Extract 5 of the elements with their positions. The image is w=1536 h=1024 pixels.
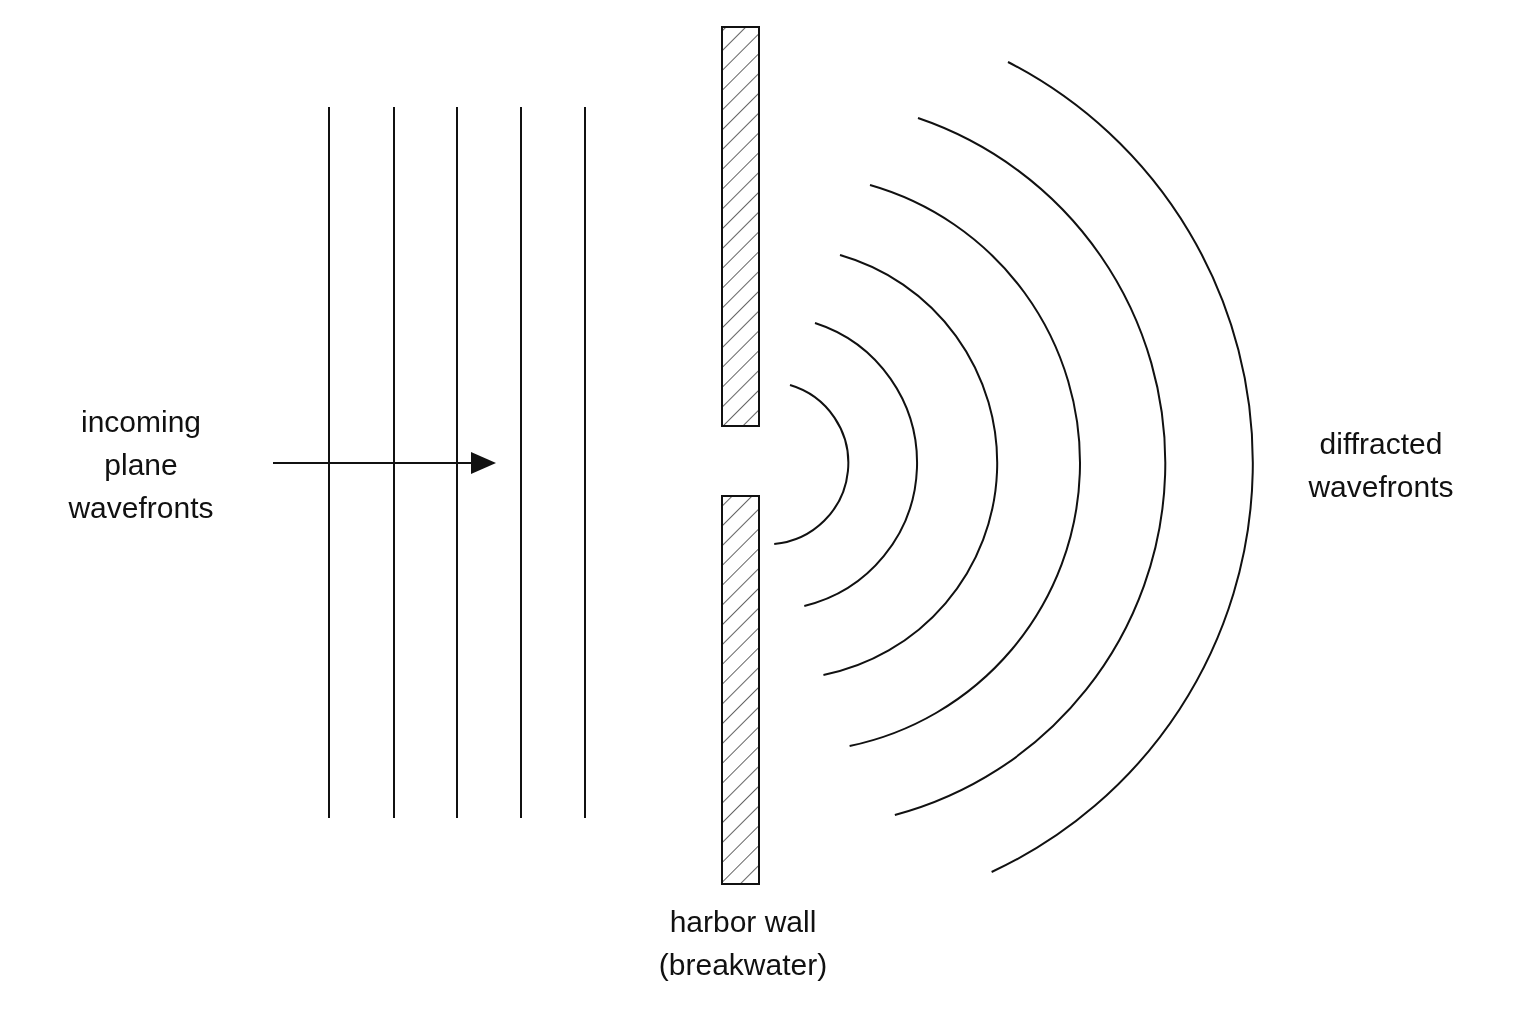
- diagram-label: harbor wall (breakwater): [657, 904, 829, 983]
- breakwater-wall: [721, 26, 760, 427]
- diagram-label: diffracted wavefronts: [1307, 426, 1455, 505]
- breakwater-wall: [721, 495, 760, 885]
- diagram-label: incoming plane wavefronts: [67, 404, 215, 526]
